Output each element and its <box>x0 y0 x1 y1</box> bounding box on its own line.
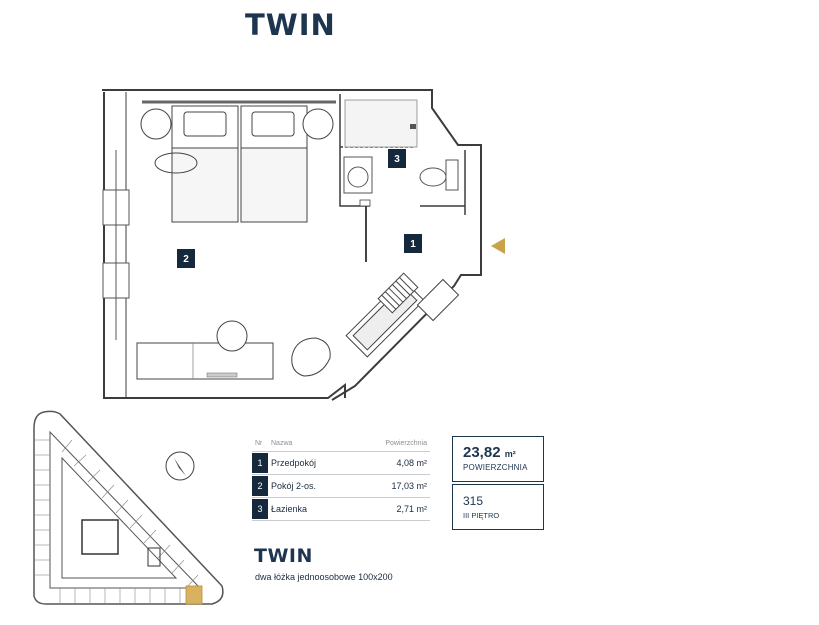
north-arrow-icon <box>165 451 195 481</box>
desk-chair <box>216 320 248 352</box>
building-core <box>81 519 119 555</box>
shower-drain <box>410 124 416 129</box>
floor-plan: 3 2 1 <box>102 89 505 401</box>
shower <box>344 99 418 148</box>
floor-label: III PIĘTRO <box>463 511 500 520</box>
row-number: 1 <box>252 453 268 473</box>
page-title: TWIN <box>245 8 336 42</box>
toilet-bowl <box>419 167 447 187</box>
row-number: 2 <box>252 476 268 496</box>
room-badge-1: 1 <box>404 234 422 253</box>
total-area-unit: m² <box>504 449 516 459</box>
room-floor-box: 315 III PIĘTRO <box>452 484 544 530</box>
toilet-tank <box>445 159 459 191</box>
total-area-label: POWIERZCHNIA <box>463 463 528 472</box>
rooms-table-header: Nr Nazwa Powierzchnia <box>252 438 430 452</box>
svg-text:1: 1 <box>410 239 416 250</box>
door-handle <box>359 199 371 207</box>
windows <box>102 150 130 340</box>
room-area: 2,71 m² <box>351 497 430 521</box>
room-name: Łazienka <box>268 497 352 521</box>
bed-left <box>171 105 239 223</box>
entry-cabinet <box>416 278 460 322</box>
armchair <box>291 337 331 377</box>
luggage-rack <box>377 272 419 314</box>
room-area: 4,08 m² <box>351 451 430 475</box>
svg-text:2: 2 <box>183 254 189 265</box>
bed-right <box>240 105 308 223</box>
sink-bowl <box>347 166 369 188</box>
nightstand-left <box>140 108 172 140</box>
building-room-grid <box>34 439 199 604</box>
rug <box>154 152 198 174</box>
building-outline <box>33 410 224 605</box>
room-type-description: dwa łóżka jednoosobowe 100x200 <box>255 572 393 582</box>
room-badge-2: 2 <box>177 249 195 268</box>
table-row: 1 Przedpokój 4,08 m² <box>252 451 430 475</box>
row-number: 3 <box>252 499 268 519</box>
desk <box>136 342 274 380</box>
table-row: 2 Pokój 2-os. 17,03 m² <box>252 474 430 498</box>
room-badge-3: 3 <box>388 149 406 168</box>
selected-unit-highlight <box>185 585 203 605</box>
building-stairs <box>147 547 161 567</box>
svg-text:3: 3 <box>394 154 400 165</box>
header-nr: Nr <box>252 438 268 452</box>
room-name: Przedpokój <box>268 451 352 475</box>
rooms-table: Nr Nazwa Powierzchnia 1 Przedpokój 4,08 … <box>252 438 430 521</box>
room-area: 17,03 m² <box>351 474 430 498</box>
entrance-arrow-icon <box>491 238 505 254</box>
room-type-name: TWIN <box>254 545 313 567</box>
header-area: Powierzchnia <box>351 438 430 452</box>
total-area-value: 23,82 <box>463 444 501 461</box>
room-number: 315 <box>463 494 484 508</box>
desk-drawer <box>206 372 238 378</box>
total-area-box: 23,82 m² POWIERZCHNIA <box>452 436 544 482</box>
table-row: 3 Łazienka 2,71 m² <box>252 497 430 521</box>
header-name: Nazwa <box>268 438 352 452</box>
room-name: Pokój 2-os. <box>268 474 352 498</box>
building-key-plan <box>33 410 224 605</box>
nightstand-right <box>302 108 334 140</box>
